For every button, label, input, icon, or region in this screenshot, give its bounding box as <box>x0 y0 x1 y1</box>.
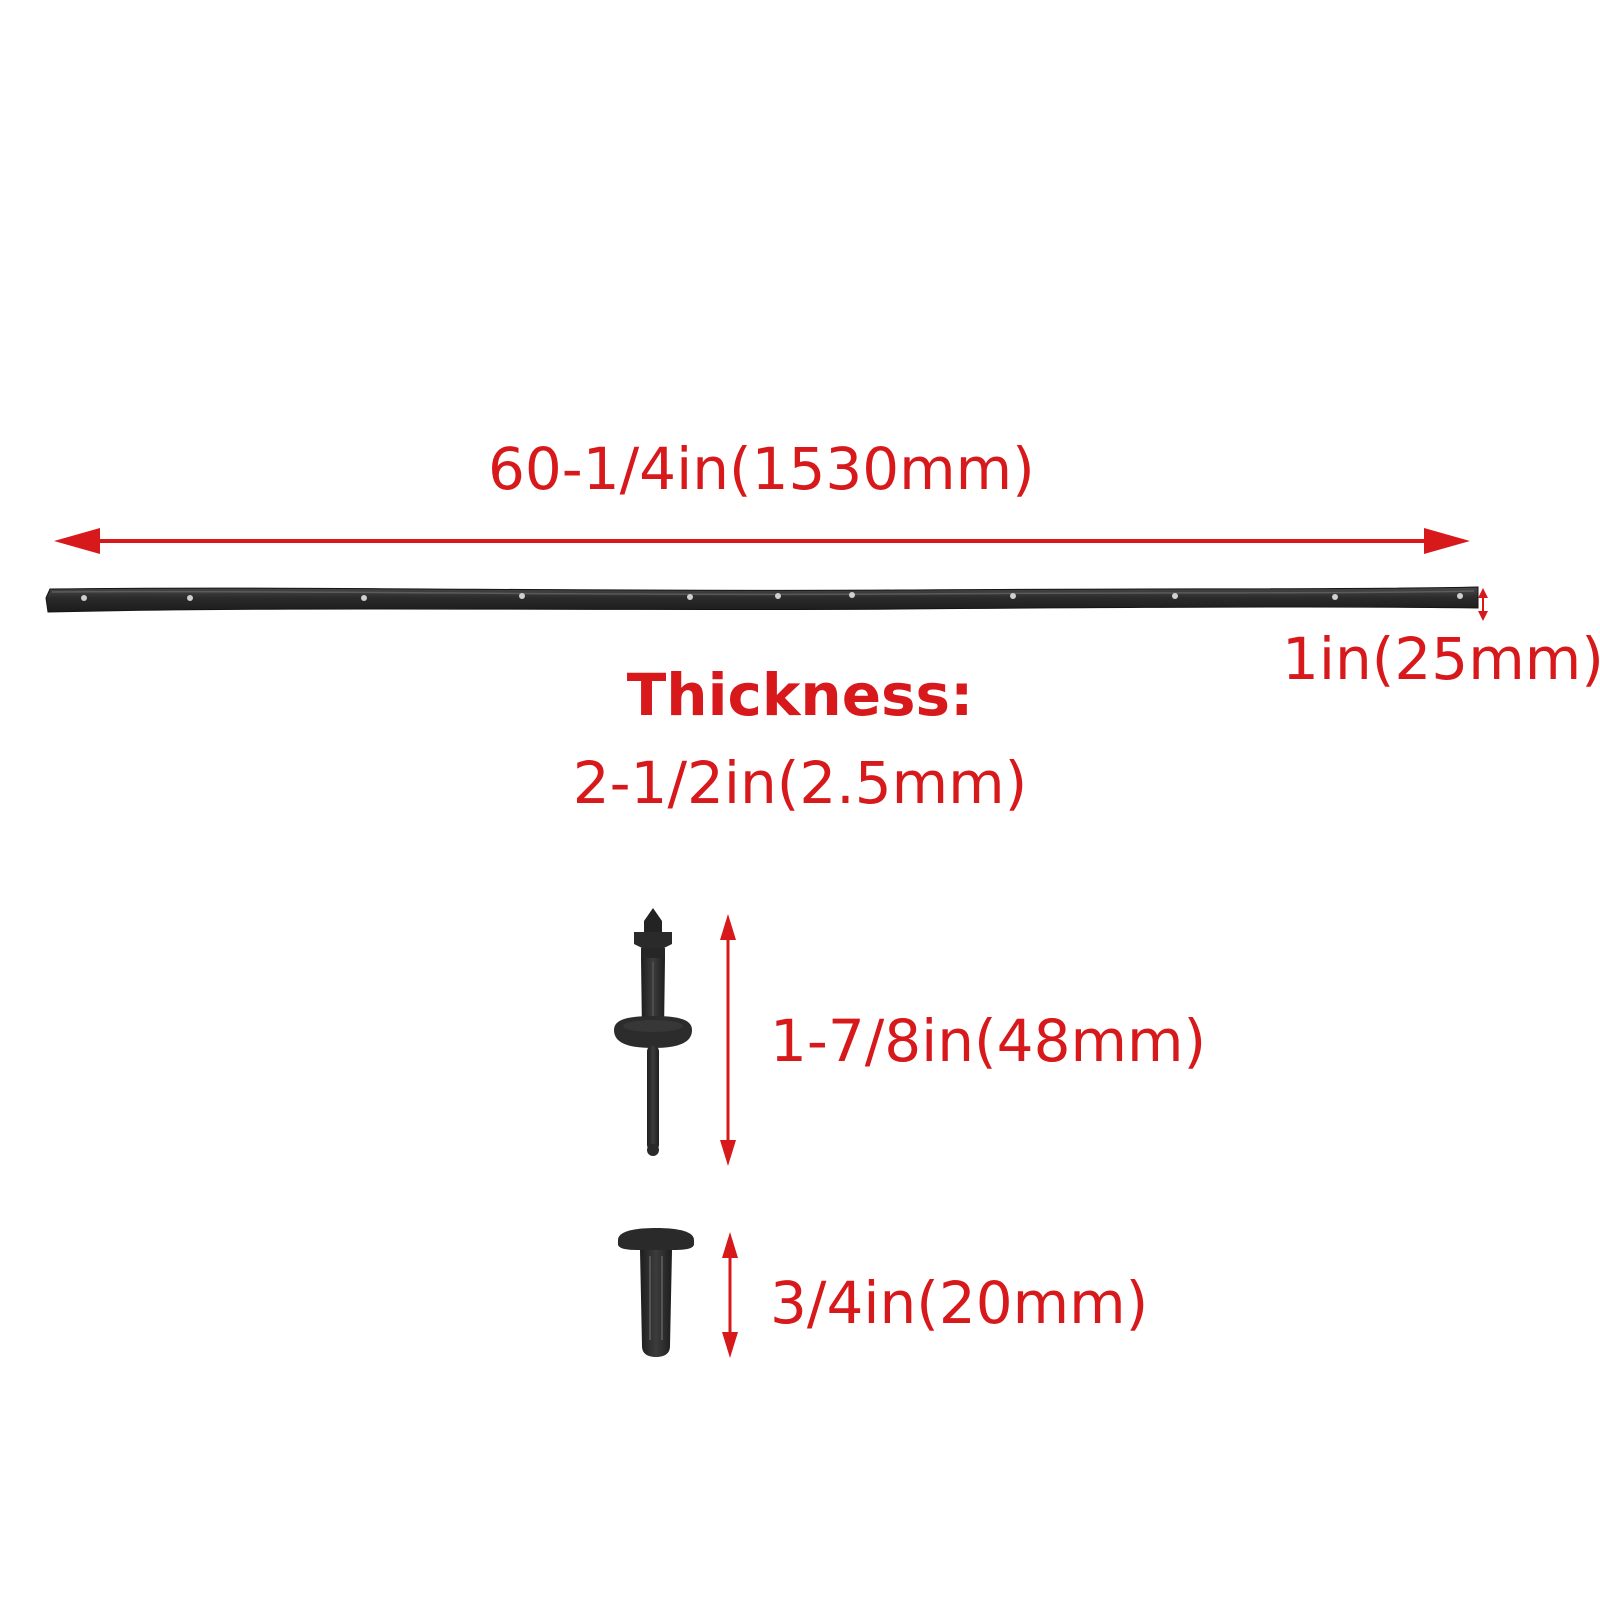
rubber-strip <box>45 586 1479 613</box>
strip-width-label: 1in(25mm) <box>1282 625 1600 693</box>
length-dimension-arrow <box>54 528 1470 554</box>
clip-dimension-arrow <box>722 1232 738 1358</box>
thickness-title: Thickness: <box>626 661 974 729</box>
rivet-dimension-arrow <box>720 914 736 1166</box>
width-dimension-arrow <box>1478 588 1488 621</box>
rivet-length-label: 1-7/8in(48mm) <box>770 1007 1207 1075</box>
thickness-value: 2-1/2in(2.5mm) <box>572 749 1028 817</box>
strip-holes <box>81 592 1463 601</box>
strip-length-label: 60-1/4in(1530mm) <box>488 435 1035 503</box>
clip-length-label: 3/4in(20mm) <box>770 1269 1149 1337</box>
retainer-clip <box>618 1228 694 1357</box>
push-rivet <box>614 908 692 1156</box>
